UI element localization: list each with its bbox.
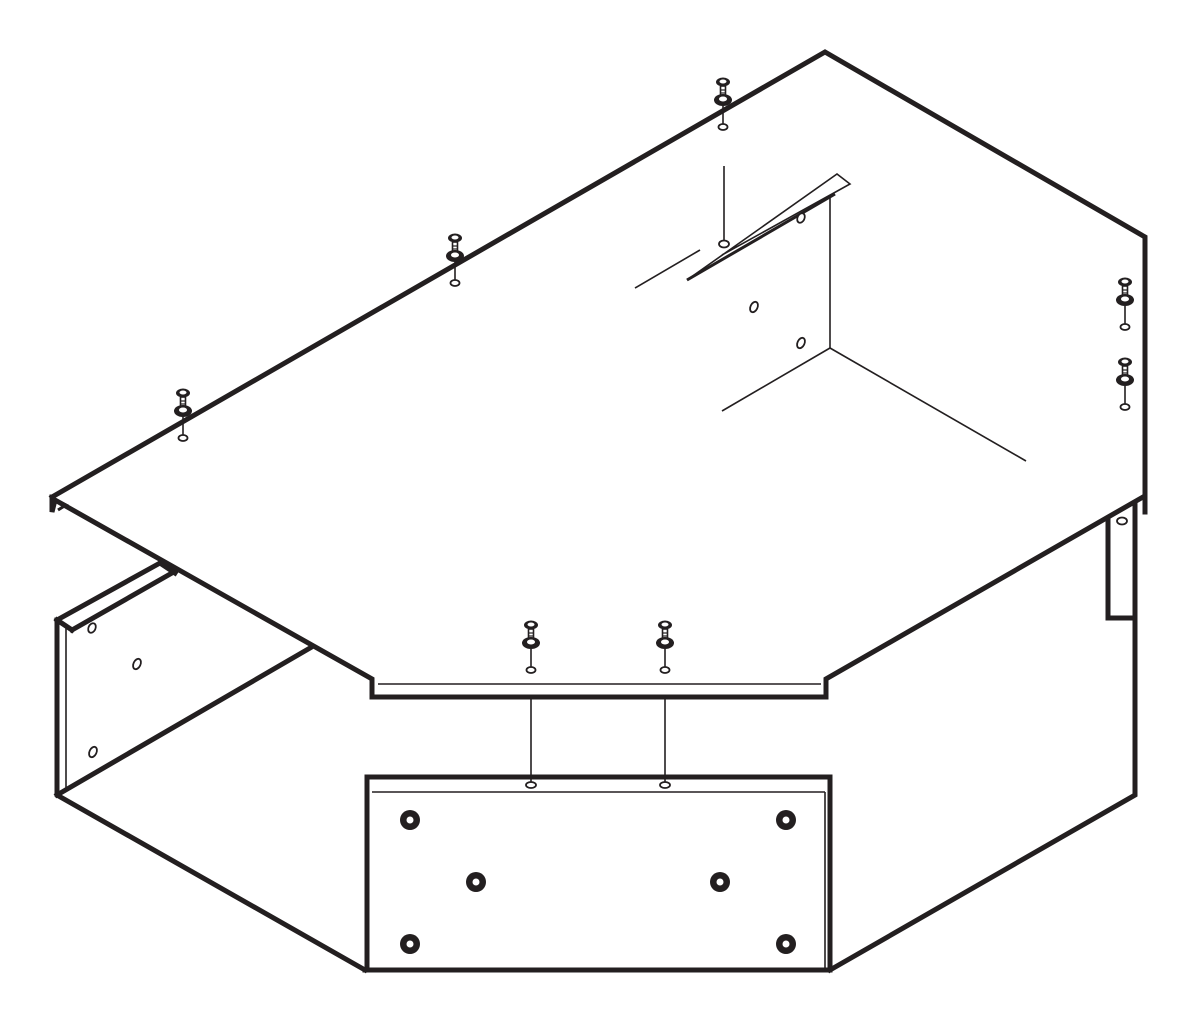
base-left-flange xyxy=(53,559,179,634)
bracket-hole-3 xyxy=(796,336,806,350)
cover-screw-front-left xyxy=(521,619,541,674)
base-left-hole-1 xyxy=(87,622,97,634)
bracket-slot xyxy=(718,239,730,249)
top-cover-left-lip xyxy=(55,498,70,512)
front-panel-slot-left xyxy=(525,781,537,789)
base-left-hole-2 xyxy=(132,657,142,671)
cover-screw-left xyxy=(173,387,193,442)
front-panel-outline xyxy=(364,774,833,973)
base-tray xyxy=(53,502,1138,974)
base-right-wall xyxy=(826,502,1138,974)
front-panel-holes xyxy=(400,810,796,954)
cover-screw-top-left xyxy=(445,232,465,287)
base-left-wall xyxy=(53,559,369,974)
top-cover xyxy=(48,49,1148,782)
cover-screw-right-upper xyxy=(1115,276,1135,331)
cover-screw-right-lower xyxy=(1115,356,1135,411)
base-right-hole xyxy=(1116,516,1128,526)
front-panel xyxy=(364,774,833,973)
front-panel-slot-right xyxy=(659,781,671,789)
inner-bracket xyxy=(634,166,1027,462)
bracket-hole-1 xyxy=(796,212,806,224)
cover-screw-top-center xyxy=(713,76,733,131)
cover-screw-front-right xyxy=(655,619,675,674)
top-cover-outline xyxy=(48,49,1148,700)
bracket-hole-2 xyxy=(749,300,759,314)
base-left-hole-3 xyxy=(88,745,98,759)
